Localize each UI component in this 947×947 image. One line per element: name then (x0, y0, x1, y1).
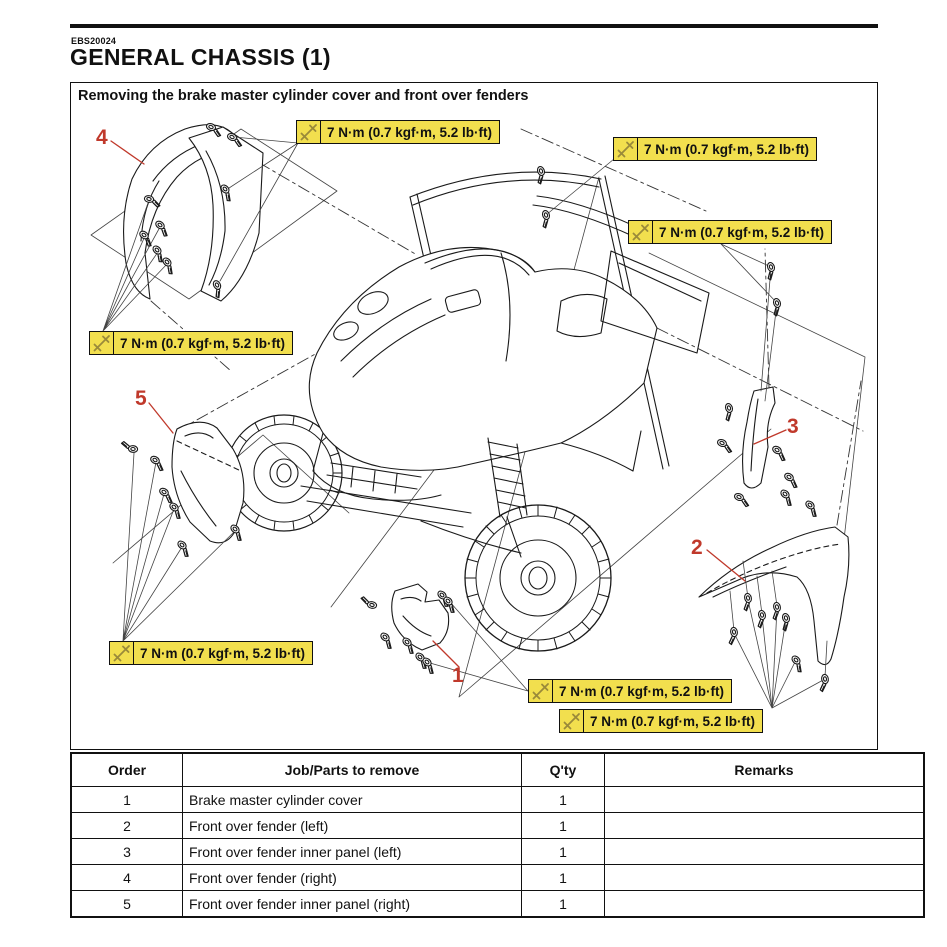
table-row: 3 Front over fender inner panel (left) 1 (70, 838, 925, 865)
torque-callout-text: 7 N·m (0.7 kgf·m, 5.2 lb·ft) (590, 713, 756, 729)
torque-wrench-icon (560, 710, 584, 732)
cell-job: Front over fender (left) (182, 812, 522, 839)
cell-qty: 1 (521, 786, 605, 813)
header-job: Job/Parts to remove (182, 752, 522, 787)
torque-wrench-icon (110, 642, 134, 664)
part-number-label-4: 4 (96, 126, 108, 149)
torque-callout-2: 7 N·m (0.7 kgf·m, 5.2 lb·ft) (613, 137, 818, 161)
table-row: 4 Front over fender (right) 1 (70, 864, 925, 891)
part-number-label-5: 5 (135, 387, 147, 410)
torque-wrench-icon (529, 680, 553, 702)
page-top-rule (70, 24, 878, 28)
torque-callout-6: 7 N·m (0.7 kgf·m, 5.2 lb·ft) (528, 679, 733, 703)
header-remarks: Remarks (604, 752, 925, 787)
torque-callout-text: 7 N·m (0.7 kgf·m, 5.2 lb·ft) (120, 335, 286, 351)
table-header-row: Order Job/Parts to remove Q'ty Remarks (70, 752, 925, 787)
torque-wrench-icon (629, 221, 653, 243)
cell-qty: 1 (521, 812, 605, 839)
cell-remarks (604, 786, 925, 813)
cell-qty: 1 (521, 838, 605, 865)
cell-job: Brake master cylinder cover (182, 786, 522, 813)
table-row: 5 Front over fender inner panel (right) … (70, 890, 925, 918)
part-number-label-3: 3 (787, 415, 799, 438)
torque-callout-7: 7 N·m (0.7 kgf·m, 5.2 lb·ft) (559, 709, 764, 733)
section-code: EBS20024 (71, 36, 117, 46)
table-row: 2 Front over fender (left) 1 (70, 812, 925, 839)
torque-callout-4: 7 N·m (0.7 kgf·m, 5.2 lb·ft) (89, 331, 294, 355)
cell-job: Front over fender (right) (182, 864, 522, 891)
cell-qty: 1 (521, 864, 605, 891)
cell-job: Front over fender inner panel (left) (182, 838, 522, 865)
cell-order: 4 (70, 864, 183, 891)
torque-callout-3: 7 N·m (0.7 kgf·m, 5.2 lb·ft) (628, 220, 833, 244)
cell-order: 2 (70, 812, 183, 839)
exploded-view-illustration (90, 121, 866, 709)
cell-remarks (604, 812, 925, 839)
diagram-panel: Removing the brake master cylinder cover… (70, 82, 878, 750)
cell-remarks (604, 864, 925, 891)
cell-job: Front over fender inner panel (right) (182, 890, 522, 918)
torque-callout-text: 7 N·m (0.7 kgf·m, 5.2 lb·ft) (559, 683, 725, 699)
page-title: GENERAL CHASSIS (1) (70, 44, 331, 70)
cell-order: 5 (70, 890, 183, 918)
cell-qty: 1 (521, 890, 605, 918)
part-number-label-1: 1 (452, 664, 464, 687)
torque-callout-text: 7 N·m (0.7 kgf·m, 5.2 lb·ft) (327, 124, 493, 140)
header-qty: Q'ty (521, 752, 605, 787)
torque-wrench-icon (614, 138, 638, 160)
torque-callout-1: 7 N·m (0.7 kgf·m, 5.2 lb·ft) (296, 120, 501, 144)
torque-wrench-icon (90, 332, 114, 354)
cell-order: 3 (70, 838, 183, 865)
part-number-label-2: 2 (691, 536, 703, 559)
cell-remarks (604, 838, 925, 865)
cell-remarks (604, 890, 925, 918)
torque-callout-text: 7 N·m (0.7 kgf·m, 5.2 lb·ft) (644, 141, 810, 157)
diagram-caption: Removing the brake master cylinder cover… (78, 88, 529, 104)
parts-table: Order Job/Parts to remove Q'ty Remarks 1… (70, 752, 925, 918)
cell-order: 1 (70, 786, 183, 813)
torque-callout-5: 7 N·m (0.7 kgf·m, 5.2 lb·ft) (109, 641, 314, 665)
torque-wrench-icon (297, 121, 321, 143)
torque-callout-text: 7 N·m (0.7 kgf·m, 5.2 lb·ft) (659, 224, 825, 240)
table-row: 1 Brake master cylinder cover 1 (70, 786, 925, 813)
header-order: Order (70, 752, 183, 787)
torque-callout-text: 7 N·m (0.7 kgf·m, 5.2 lb·ft) (140, 645, 306, 661)
